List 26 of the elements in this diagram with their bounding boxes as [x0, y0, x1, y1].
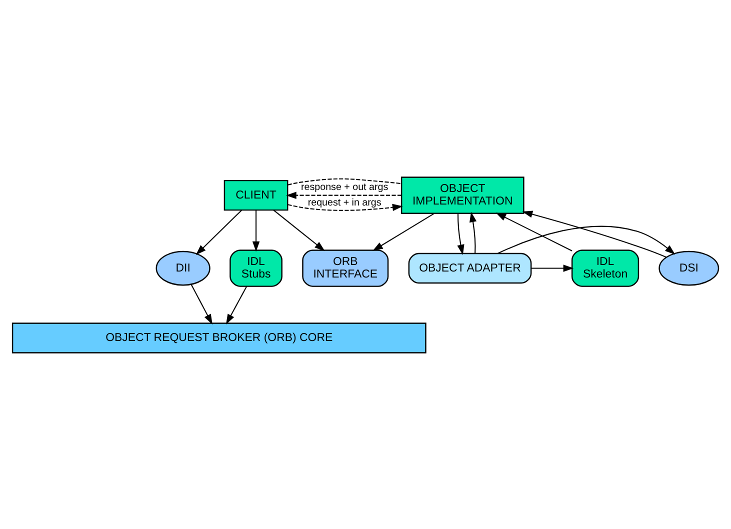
arrow: [498, 225, 676, 254]
node-box: OBJECT ADAPTER: [408, 252, 532, 284]
arrow: [286, 191, 402, 198]
arrow: [457, 212, 464, 255]
arrow: [372, 212, 435, 250]
arrow: [469, 211, 477, 253]
arrow: [531, 264, 574, 272]
arrow: [226, 286, 247, 324]
node-box: OBJECT IMPLEMENTATION: [400, 176, 524, 214]
arrow: [196, 209, 242, 255]
node-box: ORB INTERFACE: [302, 249, 389, 286]
arrow: [496, 212, 572, 251]
arrow: [190, 284, 212, 324]
node-box: IDL Skeleton: [571, 249, 640, 286]
arrow: [522, 210, 667, 258]
arrow: [288, 203, 403, 211]
node-box: IDL Stubs: [230, 249, 282, 286]
node-ellipse: DII: [156, 250, 210, 286]
node-box: OBJECT REQUEST BROKER (ORB) CORE: [12, 322, 426, 353]
node-box: CLIENT: [224, 179, 288, 210]
arrow: [252, 210, 260, 252]
connector: [288, 178, 402, 185]
edge-label: request + in args: [308, 197, 382, 208]
arrow: [273, 209, 325, 251]
edge-label: response + out args: [300, 182, 388, 193]
node-ellipse: DSI: [658, 250, 720, 286]
